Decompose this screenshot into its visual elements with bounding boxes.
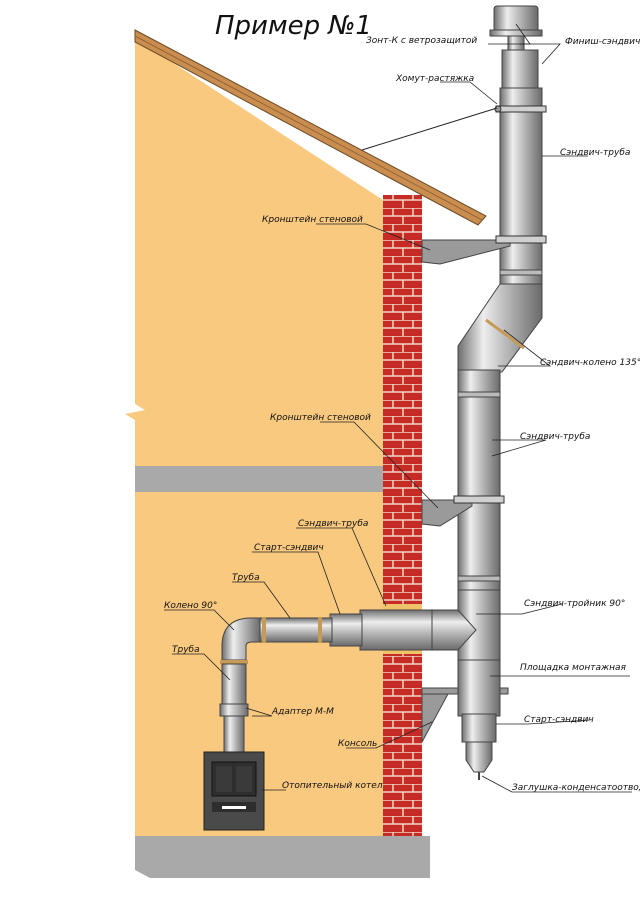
label-sandwich-pipe-3: Сэндвич-труба: [298, 519, 368, 529]
tee-branch-cone: [431, 609, 477, 651]
label-umbrella: Зонт-К с ветрозащитой: [366, 36, 477, 46]
label-console: Консоль: [338, 739, 377, 749]
bracket-clamp-upper: [495, 235, 547, 244]
heating-boiler: [203, 751, 265, 831]
labels: Зонт-К с ветрозащитой Финиш-сэндвич Хому…: [164, 36, 640, 793]
label-wall-bracket-1: Кронштейн стеновой: [262, 215, 363, 225]
external-chimney: [361, 5, 547, 780]
ash-drawer-handle: [222, 806, 246, 809]
label-condensate-plug: Заглушка-конденсатоотвод: [512, 783, 640, 793]
diagram-title: Пример №1: [215, 11, 372, 41]
finish-sandwich: [501, 49, 539, 91]
clamp-bolt-icon: [494, 105, 502, 113]
pipe-joint-b: [318, 617, 322, 643]
horizontal-flue: [219, 604, 477, 753]
label-pipe-1: Труба: [232, 573, 260, 583]
boiler-flue-collar: [223, 715, 245, 753]
joint-ring-2: [457, 391, 501, 398]
elbow-joint: [485, 318, 525, 350]
label-start-sandwich-1: Старт-сэндвич: [254, 543, 324, 553]
label-adapter: Адаптер М-М: [271, 707, 334, 717]
label-sandwich-pipe-1: Сэндвич-труба: [560, 148, 630, 158]
label-pipe-2: Труба: [172, 645, 200, 655]
vertical-pipe: [221, 663, 247, 705]
lower-sandwich-pipe: [457, 369, 501, 591]
console-bracket: [421, 693, 449, 743]
start-sandwich-collar: [461, 713, 497, 743]
bracket-clamp-lower: [453, 495, 505, 504]
clamp-band: [495, 105, 547, 113]
adapter-mm: [219, 703, 249, 717]
label-mounting-platform: Площадка монтажная: [520, 663, 626, 673]
pipe-joint-a: [262, 617, 266, 643]
upper-sandwich-pipe: [499, 87, 543, 285]
floor-slab: [135, 466, 383, 492]
label-sandwich-pipe-2: Сэндвич-труба: [520, 432, 590, 442]
umbrella-cap-rim: [489, 29, 543, 37]
brick-wall: [383, 195, 422, 836]
wall-bracket-upper: [421, 239, 511, 265]
upper-wall-area: [125, 38, 383, 466]
label-sandwich-elbow: Сэндвич-колено 135°: [540, 358, 640, 368]
boiler-window-2: [236, 766, 252, 792]
joint-ring-3: [457, 575, 501, 582]
start-sandwich-lower: [457, 659, 501, 717]
label-sandwich-tee: Сэндвич-тройник 90°: [524, 599, 625, 609]
sandwich-elbow-135: [457, 283, 543, 373]
label-heating-boiler: Отопительный котел: [282, 781, 383, 791]
leader-lines: [164, 23, 632, 793]
start-sandwich-horizontal: [329, 613, 363, 647]
label-wall-bracket-2: Кронштейн стеновой: [270, 413, 371, 423]
joint-ring: [499, 269, 543, 276]
brace-wire: [361, 107, 498, 151]
label-clamp-brace: Хомут-растяжка: [395, 74, 474, 84]
label-elbow-90: Колено 90°: [164, 601, 217, 611]
elbow-joint-ring: [220, 660, 248, 664]
building: [125, 29, 487, 878]
label-finish-sandwich: Финиш-сэндвич: [565, 37, 640, 47]
roof-beam-edge: [134, 35, 483, 221]
wall-passage-insulation-top: [383, 604, 422, 612]
label-start-sandwich-2: Старт-сэндвич: [524, 715, 594, 725]
ground-base: [135, 836, 430, 878]
horizontal-sandwich-pipe: [359, 609, 433, 651]
boiler-window: [216, 766, 232, 792]
roof-beam: [134, 29, 487, 226]
condensate-plug: [465, 741, 493, 773]
